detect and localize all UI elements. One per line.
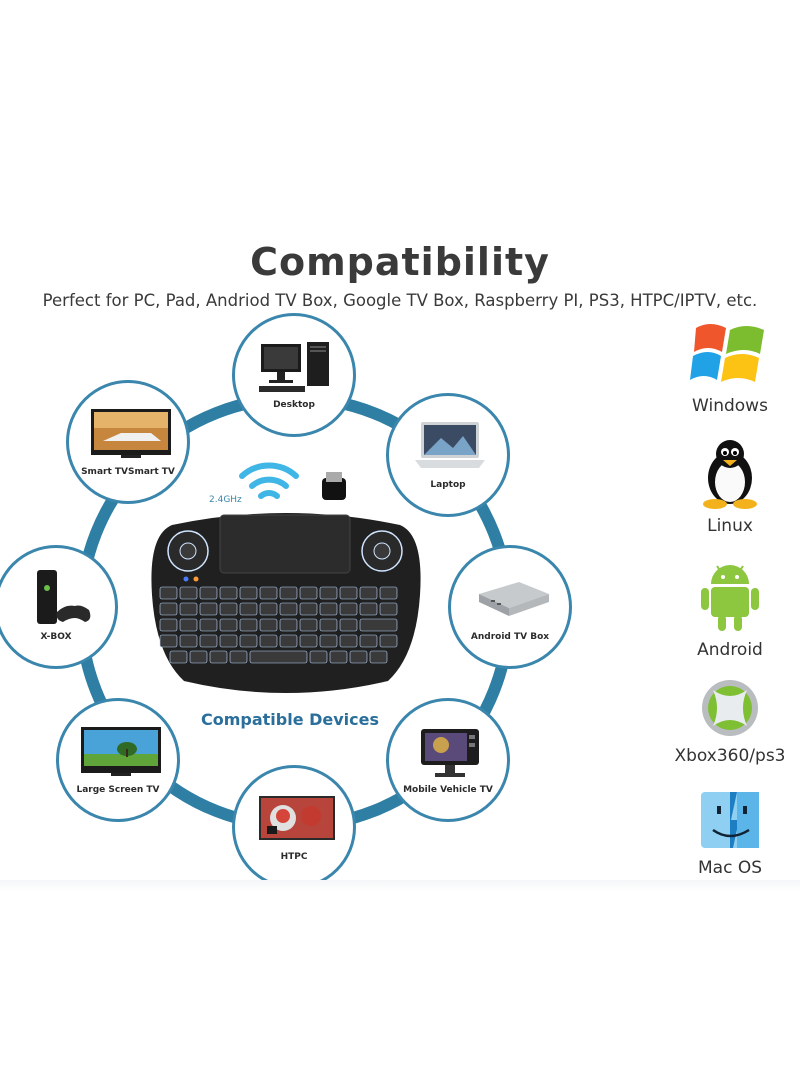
- smart-tv-icon: [91, 409, 171, 458]
- android-robot-icon: [701, 565, 759, 631]
- linux-penguin-icon: [703, 440, 757, 509]
- page-title: Compatibility: [250, 240, 550, 284]
- bottom-divider: [0, 880, 800, 892]
- os-xbox: Xbox360/ps3: [660, 676, 800, 766]
- frequency-label: 2.4GHz: [209, 495, 242, 505]
- page-subtitle: Perfect for PC, Pad, Andriod TV Box, Goo…: [42, 291, 758, 310]
- compatible-devices-label: Compatible Devices: [200, 710, 380, 729]
- xbox-console-icon: [37, 570, 91, 624]
- device-label: Android TV Box: [470, 632, 550, 642]
- os-label: Mac OS: [697, 858, 762, 878]
- htpc-icon: [259, 796, 335, 840]
- os-windows: Windows: [660, 318, 800, 416]
- tv-box-icon: [479, 582, 549, 616]
- os-label: Xbox360/ps3: [674, 746, 786, 766]
- device-smart-tv: Smart TVSmart TV: [66, 380, 190, 504]
- os-mac: Mac OS: [660, 788, 800, 878]
- device-android-tv-box: Android TV Box: [448, 545, 572, 669]
- windows-logo-icon: [690, 324, 764, 382]
- device-label: Laptop: [430, 480, 466, 490]
- device-label: Smart TVSmart TV: [81, 467, 175, 477]
- os-label: Android: [697, 640, 763, 660]
- device-label: Large Screen TV: [76, 785, 160, 795]
- mac-finder-icon: [701, 792, 759, 848]
- os-label: Windows: [692, 396, 768, 416]
- device-label: Mobile Vehicle TV: [403, 785, 493, 795]
- large-tv-icon: [81, 727, 161, 776]
- os-android: Android: [660, 560, 800, 660]
- device-xbox: X-BOX: [0, 545, 118, 669]
- keyboard-icon: [151, 513, 421, 693]
- xbox-logo-icon: [702, 680, 758, 736]
- device-desktop: Desktop: [232, 313, 356, 437]
- laptop-icon: [415, 422, 485, 468]
- device-label: X-BOX: [40, 632, 72, 642]
- desktop-icon: [259, 342, 329, 392]
- device-label: Desktop: [273, 400, 315, 410]
- device-label: HTPC: [280, 852, 308, 862]
- wifi-icon: [239, 462, 299, 499]
- os-label: Linux: [707, 516, 753, 536]
- device-laptop: Laptop: [386, 393, 510, 517]
- os-linux: Linux: [660, 436, 800, 536]
- device-large-screen-tv: Large Screen TV: [56, 698, 180, 822]
- device-mobile-vehicle-tv: Mobile Vehicle TV: [386, 698, 510, 822]
- device-htpc: HTPC: [232, 765, 356, 889]
- vehicle-tv-icon: [421, 729, 479, 777]
- usb-dongle-icon: [322, 472, 346, 500]
